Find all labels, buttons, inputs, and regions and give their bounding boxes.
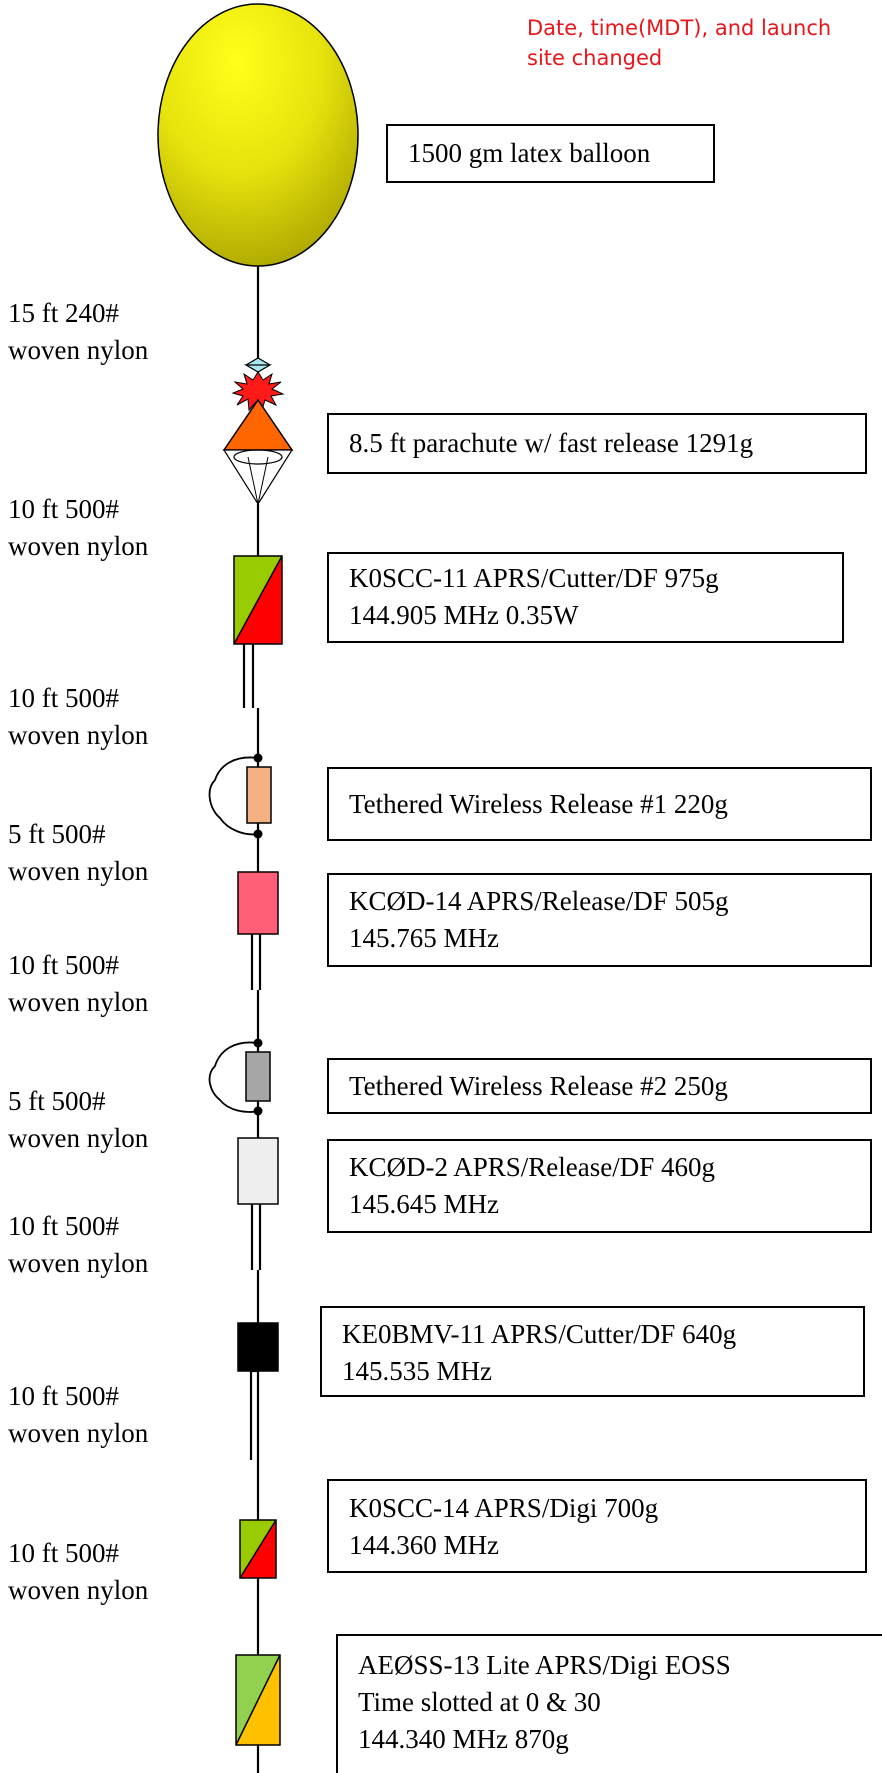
box-text: KCØD-2 APRS/Release/DF 460g — [349, 1152, 716, 1182]
tether-label-line: 5 ft 500# — [8, 819, 106, 849]
tether-label-line: 10 ft 500# — [8, 1538, 119, 1568]
note-line: Date, time(MDT), and launch — [527, 16, 832, 40]
payload-ke0bmv-11 — [237, 1322, 279, 1372]
tether-label-line: 10 ft 500# — [8, 1211, 119, 1241]
tether-label: 5 ft 500# woven nylon — [8, 1083, 148, 1157]
tether-label: 10 ft 500# woven nylon — [8, 1378, 148, 1452]
box-text: 144.905 MHz 0.35W — [349, 600, 579, 630]
tether-label: 10 ft 500# woven nylon — [8, 680, 148, 754]
tether-label-line: woven nylon — [8, 1248, 149, 1278]
box-text: KE0BMV-11 APRS/Cutter/DF 640g — [342, 1319, 737, 1349]
box-kc0d-2: KCØD-2 APRS/Release/DF 460g 145.645 MHz — [327, 1139, 872, 1233]
box-release-1: Tethered Wireless Release #1 220g — [327, 767, 872, 841]
payload-kc0d-2 — [237, 1137, 279, 1205]
parachute-canopy — [222, 398, 294, 451]
box-balloon: 1500 gm latex balloon — [386, 124, 715, 183]
tether-label-line: 5 ft 500# — [8, 1086, 106, 1116]
tether-label-line: 15 ft 240# — [8, 298, 119, 328]
tether-label-line: woven nylon — [8, 531, 149, 561]
box-text: Time slotted at 0 & 30 — [358, 1687, 601, 1717]
box-kc0d-14: KCØD-14 APRS/Release/DF 505g 145.765 MHz — [327, 873, 872, 967]
tether-label-line: woven nylon — [8, 720, 149, 750]
tether-label: 10 ft 500# woven nylon — [8, 1535, 148, 1609]
tether-label-line: woven nylon — [8, 856, 149, 886]
tether-label-line: 10 ft 500# — [8, 950, 119, 980]
box-text: 145.645 MHz — [349, 1189, 499, 1219]
tether-label-line: woven nylon — [8, 1123, 149, 1153]
box-text: 1500 gm latex balloon — [408, 138, 651, 168]
tether-label: 10 ft 500# woven nylon — [8, 1208, 148, 1282]
swivel-shape — [243, 357, 273, 373]
note-line: site changed — [527, 46, 663, 70]
tether-label: 15 ft 240# woven nylon — [8, 295, 148, 369]
box-text: 144.360 MHz — [349, 1530, 499, 1560]
tether-label-line: woven nylon — [8, 987, 149, 1017]
release-2-body — [245, 1051, 271, 1102]
box-release-2: Tethered Wireless Release #2 250g — [327, 1058, 872, 1114]
tether-label: 10 ft 500# woven nylon — [8, 947, 148, 1021]
change-note: Date, time(MDT), and launch site changed — [527, 13, 831, 73]
payload-kc0d-14 — [237, 871, 279, 935]
box-k0scc-11: K0SCC-11 APRS/Cutter/DF 975g 144.905 MHz… — [327, 552, 844, 643]
release-1-body — [246, 766, 272, 824]
tether-label: 10 ft 500# woven nylon — [8, 491, 148, 565]
tether-label: 5 ft 500# woven nylon — [8, 816, 148, 890]
box-text: 8.5 ft parachute w/ fast release 1291g — [349, 428, 754, 458]
box-text: 144.340 MHz 870g — [358, 1724, 569, 1754]
box-text: Tethered Wireless Release #1 220g — [349, 789, 728, 819]
box-parachute: 8.5 ft parachute w/ fast release 1291g — [327, 413, 867, 474]
release-1-loop — [208, 756, 259, 836]
release-2-loop — [208, 1041, 259, 1113]
payload-ae0ss-13 — [235, 1654, 281, 1746]
box-text: 145.535 MHz — [342, 1356, 492, 1386]
tether-label-line: 10 ft 500# — [8, 683, 119, 713]
box-text: K0SCC-14 APRS/Digi 700g — [349, 1493, 659, 1523]
box-text: K0SCC-11 APRS/Cutter/DF 975g — [349, 563, 719, 593]
tether-label-line: woven nylon — [8, 335, 149, 365]
tether-label-line: woven nylon — [8, 1575, 149, 1605]
tether-label-line: 10 ft 500# — [8, 1381, 119, 1411]
box-text: Tethered Wireless Release #2 250g — [349, 1071, 728, 1101]
box-ke0bmv-11: KE0BMV-11 APRS/Cutter/DF 640g 145.535 MH… — [320, 1306, 865, 1397]
box-text: 145.765 MHz — [349, 923, 499, 953]
box-ae0ss-13: AEØSS-13 Lite APRS/Digi EOSS Time slotte… — [336, 1634, 882, 1773]
box-text: AEØSS-13 Lite APRS/Digi EOSS — [358, 1650, 731, 1680]
tether-label-line: 10 ft 500# — [8, 494, 119, 524]
box-text: KCØD-14 APRS/Release/DF 505g — [349, 886, 729, 916]
balloon-shape — [157, 3, 359, 267]
box-k0scc-14: K0SCC-14 APRS/Digi 700g 144.360 MHz — [327, 1479, 867, 1573]
payload-k0scc-14 — [239, 1519, 277, 1579]
tether-label-line: woven nylon — [8, 1418, 149, 1448]
parachute-ring — [233, 449, 283, 465]
payload-k0scc-11 — [233, 555, 283, 645]
